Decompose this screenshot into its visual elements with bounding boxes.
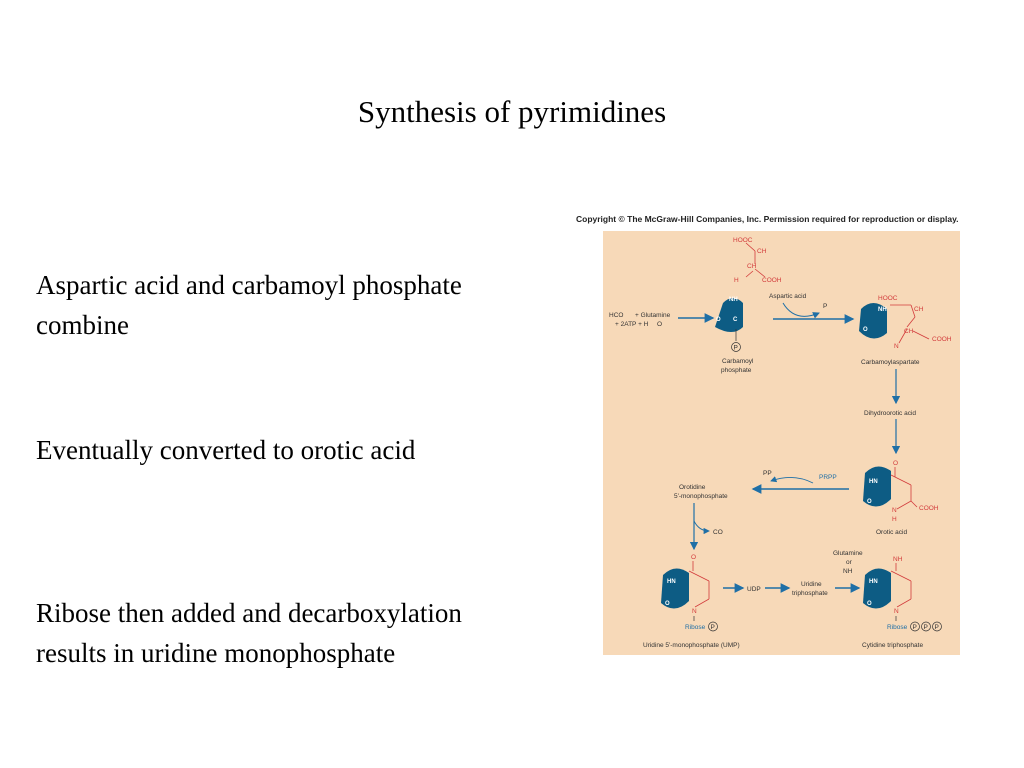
- bullet-aspartic-acid: Aspartic acid and carbamoyl phosphate co…: [36, 270, 462, 340]
- pi-release-arrow: [782, 302, 820, 319]
- phosphate-circle-ctp-1: [910, 621, 920, 632]
- prpp-label: PRPP: [819, 474, 837, 481]
- hooc-label-1: HOOC: [733, 237, 753, 244]
- o-label-1: O: [716, 317, 721, 323]
- reactants2-label-rest: O: [657, 321, 662, 328]
- n-label-ump: N: [692, 608, 697, 615]
- h-label-orotic: H: [892, 516, 897, 523]
- cooh-label-1: COOH: [762, 277, 782, 284]
- hn-label-ctp: HN: [869, 579, 878, 585]
- phosphate-circle-ump: [708, 621, 718, 632]
- udp-label: UDP: [747, 586, 761, 593]
- ctp-label: Cytidine triphosphate: [862, 642, 923, 649]
- o-label-orotic: O: [867, 499, 872, 505]
- o-label-orotic-top: O: [893, 460, 898, 467]
- bullet-orotic-acid: Eventually converted to orotic acid: [36, 435, 416, 465]
- orotic-acid-blue-shape: [863, 466, 891, 507]
- phosphate-circle-ctp-2: [921, 621, 931, 632]
- o-label-2: O: [863, 327, 868, 333]
- nh2-label-ctp: NH: [893, 556, 903, 563]
- ump-blue-shape: [661, 568, 689, 609]
- glutamine-label: Glutamine: [833, 550, 863, 557]
- o-label-ump: O: [665, 601, 670, 607]
- ump-label: Uridine 5'-monophosphate (UMP): [643, 642, 740, 649]
- reactants-label-rest: + Glutamine: [635, 312, 671, 319]
- cooh-label-2: COOH: [932, 336, 952, 343]
- dihydroorotic-acid-label: Dihydroorotic acid: [864, 410, 916, 417]
- ch-label-1: CH: [747, 263, 757, 270]
- utp-label-1: Uridine: [801, 581, 822, 588]
- phosphate-p-ump: P: [711, 624, 715, 631]
- copyright-notice: Copyright © The McGraw-Hill Companies, I…: [576, 214, 959, 224]
- co2-release-arrow: [693, 520, 710, 535]
- orotic-ring-bonds: [890, 467, 918, 510]
- cooh-label-orotic: COOH: [919, 505, 939, 512]
- o-label-ump-top: O: [691, 554, 696, 561]
- pyrimidine-synthesis-diagram: HOOC CH CH H COOH HCO + Glutamine + 2ATP…: [603, 231, 960, 655]
- slide-title: Synthesis of pyrimidines: [357, 94, 667, 129]
- aspartic-acid-structure: [745, 242, 766, 278]
- carbamoyl-label-1: Carbamoyl: [722, 358, 754, 365]
- ch-label-2: CH: [904, 328, 914, 335]
- phosphate-p-ctp-1: P: [913, 624, 917, 631]
- or-label: or: [846, 559, 853, 566]
- hn-label-ump: HN: [667, 579, 676, 585]
- n-label-ctp: N: [894, 608, 899, 615]
- c-label-1: C: [733, 317, 738, 323]
- carbamoylaspartate-label: Carbamoylaspartate: [861, 359, 920, 366]
- phosphate-circle-1: [731, 342, 741, 352]
- co2-label: CO: [713, 529, 723, 536]
- reactants-label: HCO: [609, 312, 623, 319]
- carbamoylaspartate-bonds: [890, 304, 930, 344]
- utp-label-2: triphosphate: [792, 590, 828, 597]
- ribose-label-ump: Ribose: [685, 624, 706, 631]
- carbamoyl-label-2: phosphate: [721, 367, 752, 374]
- pathway-svg: HOOC CH CH H COOH HCO + Glutamine + 2ATP…: [603, 231, 960, 655]
- n-label-2: N: [894, 343, 899, 350]
- carbamoyl-blue-shape: [715, 298, 743, 332]
- orotidine-label-2: 5'-monophosphate: [674, 493, 728, 500]
- bullet-ribose-decarboxylation: Ribose then added and decarboxylation re…: [36, 598, 462, 668]
- reactants2-label: + 2ATP + H: [615, 321, 649, 328]
- nh2-label-2: NH: [878, 307, 887, 313]
- pi-label: P: [823, 303, 827, 310]
- ch2-label-1: CH: [757, 248, 767, 255]
- pp-label: PP: [763, 470, 772, 477]
- h2n-label: H: [734, 277, 739, 284]
- ctp-blue-shape: [863, 568, 891, 609]
- o-label-ctp: O: [867, 601, 872, 607]
- phosphate-p-1: P: [734, 345, 738, 352]
- nh2-label-1: NH: [729, 297, 738, 303]
- phosphate-circle-ctp-3: [932, 621, 942, 632]
- aspartic-acid-label: Aspartic acid: [769, 293, 807, 300]
- hn-label-orotic: HN: [869, 479, 878, 485]
- hooc-label-2: HOOC: [878, 295, 898, 302]
- phosphate-p-ctp-3: P: [935, 624, 939, 631]
- phosphate-p-ctp-2: P: [924, 624, 928, 631]
- orotic-acid-label: Orotic acid: [876, 529, 907, 536]
- ump-ring-bonds: [688, 561, 710, 608]
- n-label-orotic: N: [892, 507, 897, 514]
- ctp-ring-bonds: [890, 563, 912, 608]
- ch2-label-2: CH: [914, 306, 924, 313]
- ribose-label-ctp: Ribose: [887, 624, 908, 631]
- pp-release-arrow: [770, 476, 814, 484]
- nh3-label: NH: [843, 568, 853, 575]
- carbamoylaspartate-blue-shape: [859, 303, 887, 339]
- orotidine-label-1: Orotidine: [679, 484, 706, 491]
